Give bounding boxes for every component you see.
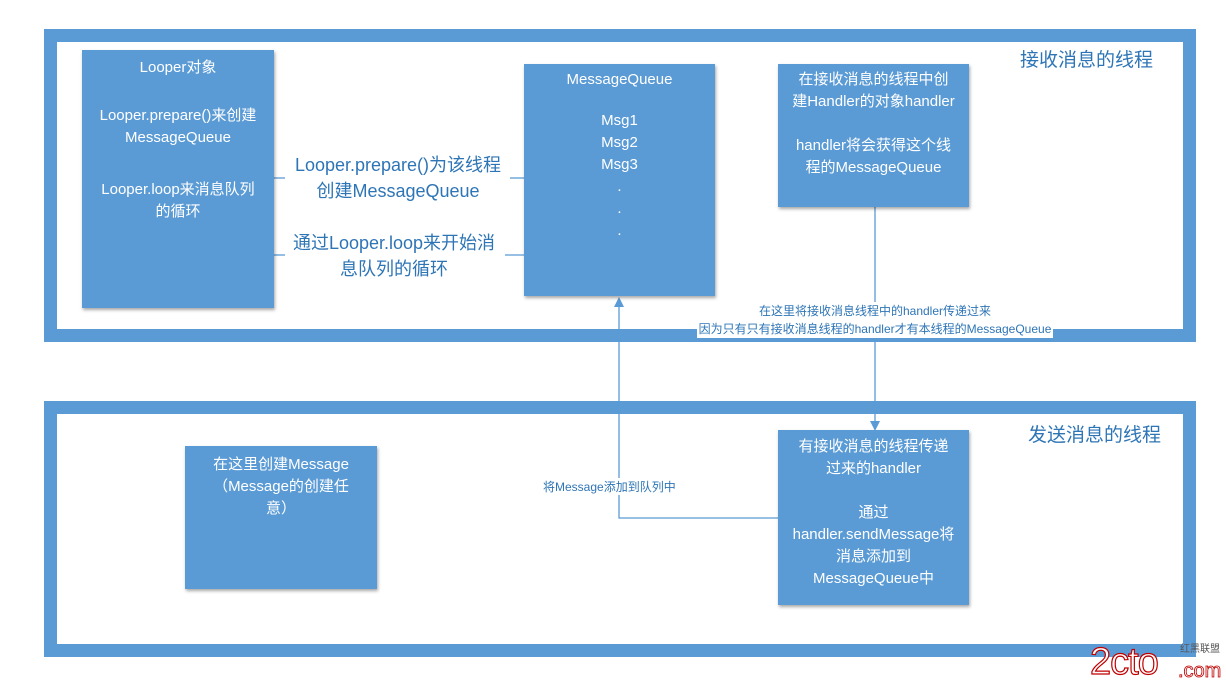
create-message-box: 在这里创建Message （Message的创建任 意） <box>185 446 377 589</box>
sender-handler-box: 有接收消息的线程传递 过来的handler 通过 handler.sendMes… <box>778 430 969 605</box>
receiver-handler-box: 在接收消息的线程中创 建Handler的对象handler handler将会获… <box>778 64 969 207</box>
ellipsis-dot: . <box>617 200 622 217</box>
sender-handler-line2: 过来的handler <box>825 460 922 477</box>
loop-label: 通过Looper.loop来开始消 息队列的循环 <box>280 230 508 282</box>
receiver-handler-line1: 在接收消息的线程中创 <box>798 71 949 88</box>
sender-handler-line1: 有接收消息的线程传递 <box>798 438 949 455</box>
message-queue-title: MessageQueue <box>566 71 673 88</box>
looper-object-box: Looper对象 Looper.prepare()来创建 MessageQueu… <box>82 50 274 308</box>
receiver-thread-title: 接收消息的线程 <box>1020 50 1154 71</box>
receiver-handler-line2: 建Handler的对象handler <box>792 93 955 110</box>
watermark-logo: 2cto .com 红黑联盟 <box>1089 640 1224 684</box>
create-message-line2: （Message的创建任 <box>213 478 349 495</box>
ellipsis-dot: . <box>617 222 622 239</box>
looper-prepare-text: Looper.prepare()来创建 <box>99 107 257 124</box>
watermark-tag: 红黑联盟 <box>1180 644 1220 655</box>
looper-loop-text: Looper.loop来消息队列 <box>101 181 255 198</box>
prepare-label-line1: Looper.prepare()为该线程 <box>294 155 502 175</box>
pass-handler-note: 在这里将接收消息线程中的handler传递过来 因为只有只有接收消息线程的han… <box>620 302 1130 338</box>
watermark-main: 2cto <box>1089 640 1159 683</box>
loop-label-line1: 通过Looper.loop来开始消 <box>292 233 496 253</box>
receiver-handler-line4: 程的MessageQueue <box>805 159 942 176</box>
message-item: Msg1 <box>601 112 638 129</box>
receiver-handler-line3: handler将会获得这个线 <box>795 137 952 154</box>
looper-loop-text-2: 的循环 <box>155 203 201 220</box>
message-queue-box: MessageQueue Msg1 Msg2 Msg3 . . . <box>524 64 715 296</box>
looper-messagequeue-text: MessageQueue <box>125 129 231 146</box>
sender-handler-line4: handler.sendMessage将 <box>792 526 955 543</box>
create-message-line1: 在这里创建Message <box>213 456 349 473</box>
looper-box-title: Looper对象 <box>139 59 217 76</box>
prepare-label-line2: 创建MessageQueue <box>316 181 480 201</box>
sender-thread-title: 发送消息的线程 <box>1028 425 1162 446</box>
enqueue-label: 将Message添加到队列中 <box>540 478 679 495</box>
sender-handler-line5: 消息添加到 <box>835 548 911 565</box>
message-item: Msg3 <box>601 156 638 173</box>
prepare-label: Looper.prepare()为该线程 创建MessageQueue <box>284 152 512 204</box>
pass-handler-note-line2: 因为只有只有接收消息线程的handler才有本线程的MessageQueue <box>696 320 1054 338</box>
loop-label-line2: 息队列的循环 <box>340 259 448 279</box>
watermark-suffix: .com <box>1178 660 1222 683</box>
ellipsis-dot: . <box>617 178 622 195</box>
sender-handler-line6: MessageQueue中 <box>813 570 934 587</box>
sender-handler-line3: 通过 <box>858 504 889 521</box>
create-message-line3: 意） <box>265 500 296 517</box>
message-item: Msg2 <box>601 134 638 151</box>
pass-handler-note-line1: 在这里将接收消息线程中的handler传递过来 <box>756 302 994 320</box>
enqueue-arrow <box>614 297 779 519</box>
